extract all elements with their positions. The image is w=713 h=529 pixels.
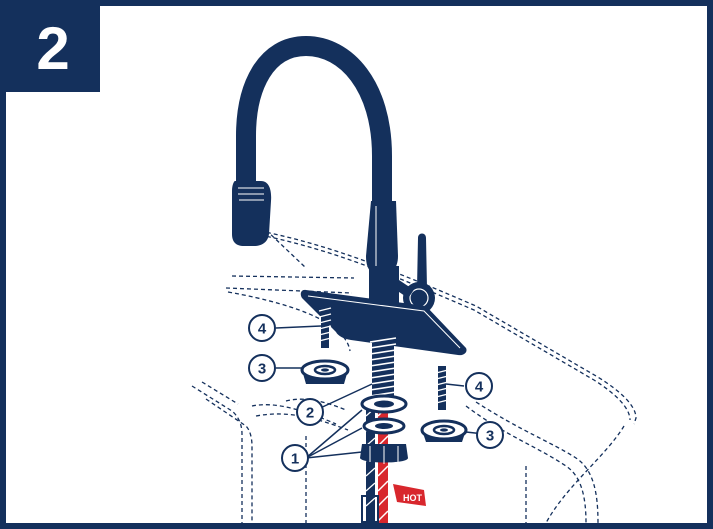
step-number-badge: 2 [6,6,100,92]
deck-plate [300,289,467,356]
hot-tag-label: HOT [403,493,423,503]
callout-leaders [275,325,485,459]
callout-3-left: 3 [248,354,276,382]
faucet-installation-diagram: HOT [191,35,637,523]
mounting-bolt-left [318,304,332,348]
callout-4-right: 4 [465,372,493,400]
mounting-nut-left [300,359,350,384]
callout-4-right-label: 4 [475,379,484,396]
mounting-bolt-right [435,366,449,410]
faucet-handle [393,233,435,314]
callout-3-left-label: 3 [258,361,266,378]
threaded-shank [369,336,397,406]
callout-1: 1 [281,444,309,472]
faucet-spout [232,35,398,274]
callout-2: 2 [296,398,324,426]
callout-3-right-label: 3 [486,428,494,445]
callout-1-label: 1 [291,451,299,468]
callout-3-right: 3 [476,421,504,449]
mounting-nut-right [420,419,468,442]
callout-2-label: 2 [306,405,314,422]
shank-washers [360,394,408,464]
callout-4-left: 4 [248,314,276,342]
callout-4-left-label: 4 [258,321,267,338]
step-number: 2 [36,15,70,82]
